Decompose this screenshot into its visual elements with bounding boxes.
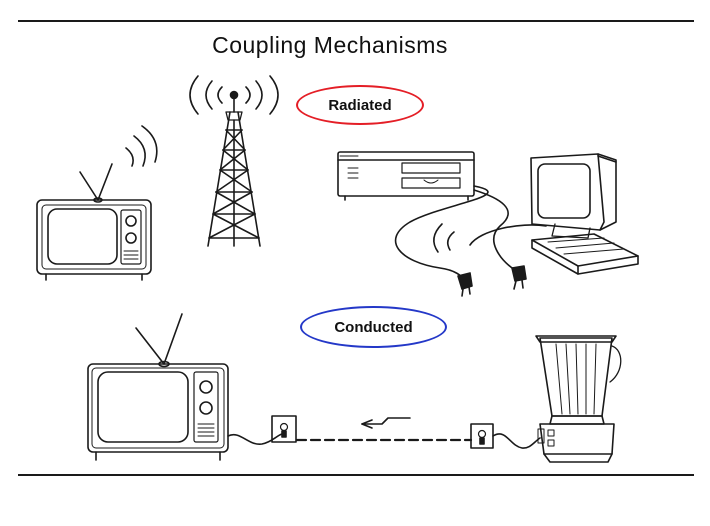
- blender-cord: [492, 433, 541, 449]
- wall-outlet-icon: [470, 423, 494, 449]
- plug-icon: [457, 272, 473, 297]
- noise-arrow-icon: [361, 417, 411, 429]
- conducted-label: Conducted: [300, 306, 447, 348]
- tv-icon: [87, 313, 283, 461]
- keyboard-icon: [531, 233, 639, 275]
- bottom-rule: [18, 474, 694, 476]
- computer-tower-icon: [337, 151, 475, 201]
- top-rule: [18, 20, 694, 22]
- blender-icon: [535, 335, 622, 463]
- monitor-icon: [530, 153, 617, 239]
- diagram-title: Coupling Mechanisms: [212, 32, 448, 58]
- radio-tower-icon: [189, 75, 279, 247]
- wall-outlet-icon: [271, 415, 297, 443]
- plug-icon: [511, 265, 527, 290]
- power-cords: [394, 185, 547, 281]
- tv-icon: [36, 125, 158, 281]
- radiated-label: Radiated: [296, 85, 424, 125]
